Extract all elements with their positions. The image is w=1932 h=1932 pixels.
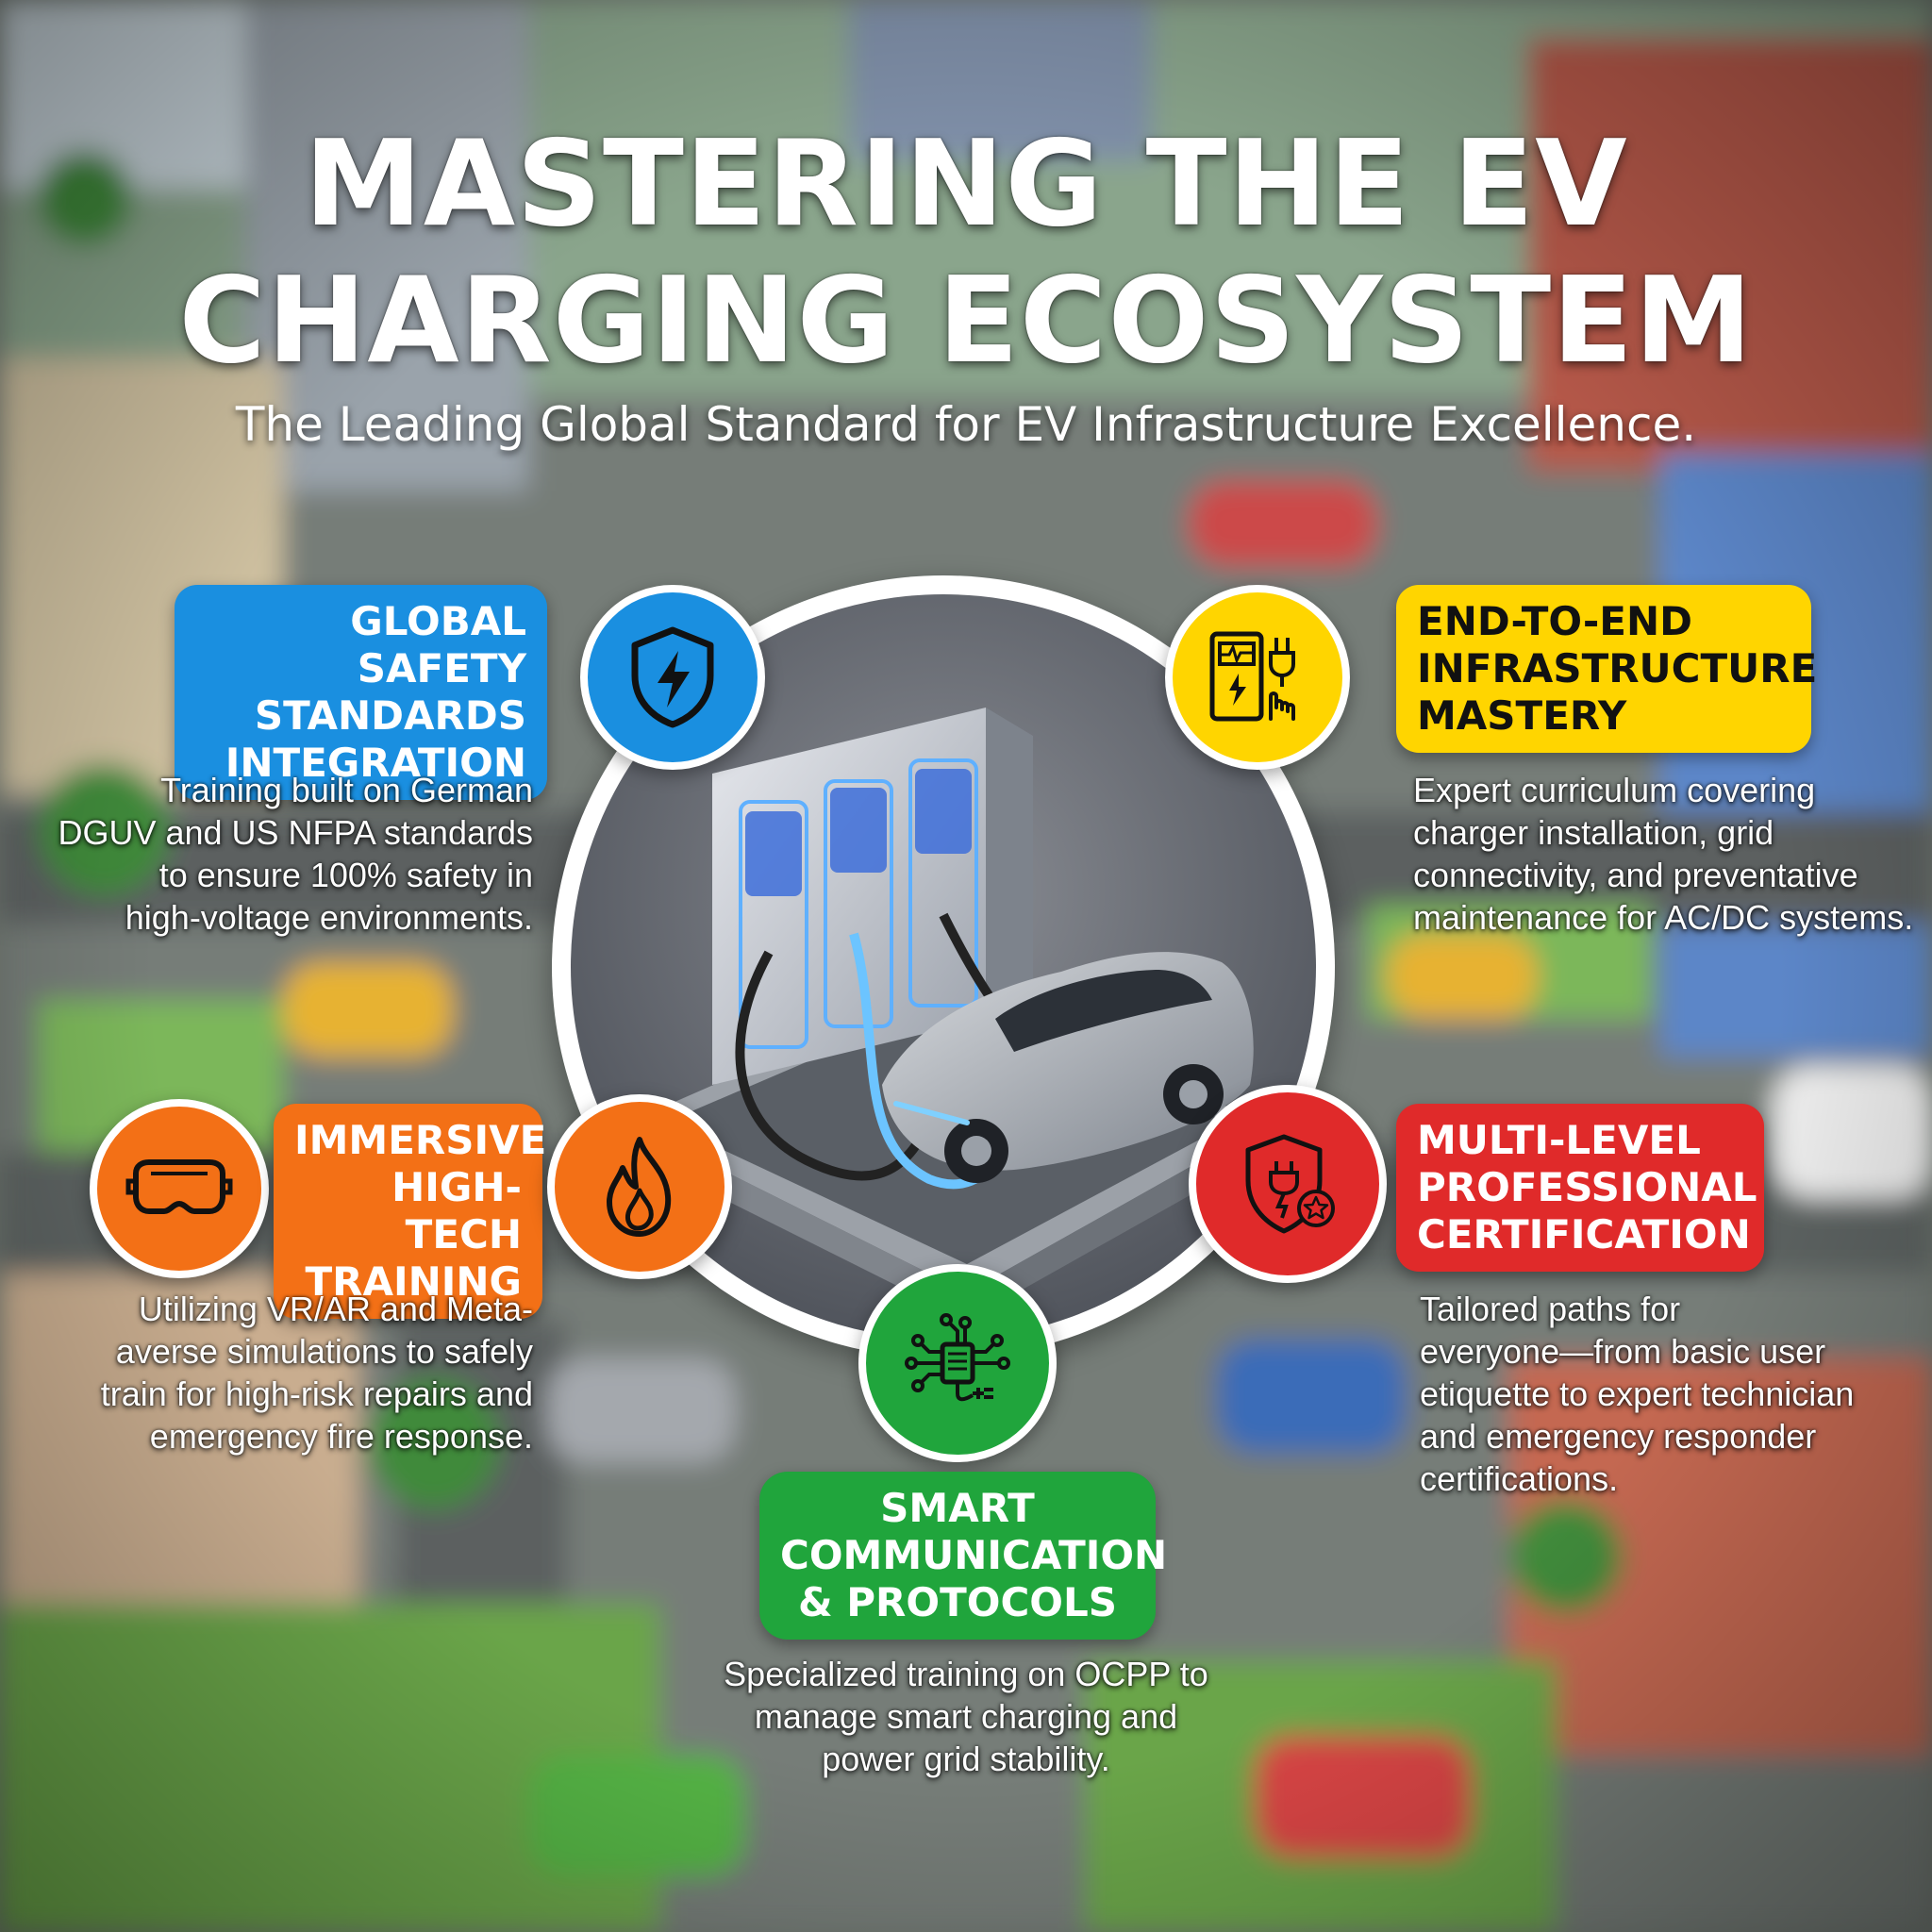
safety-description: Training built on German DGUV and US NFP…: [57, 769, 533, 939]
desc-line: to ensure 100% safety in: [158, 856, 533, 894]
communication-title-line: & PROTOCOLS: [798, 1579, 1117, 1625]
fire-icon: [607, 1137, 672, 1237]
desc-line: emergency fire response.: [149, 1417, 533, 1456]
desc-line: everyone—from basic user: [1420, 1332, 1826, 1371]
shield-plug-star-icon: [1245, 1134, 1335, 1234]
title-line-2: CHARGING ECOSYSTEM: [178, 251, 1754, 390]
infrastructure-title-line: INFRASTRUCTURE: [1417, 645, 1818, 691]
vr-headset-icon: [125, 1159, 233, 1214]
certification-title-line: PROFESSIONAL: [1417, 1164, 1757, 1210]
communication-icon-badge: [858, 1264, 1057, 1462]
title-line-1: MASTERING THE EV: [304, 114, 1628, 253]
safety-title-line: INTEGRATION: [225, 740, 526, 786]
safety-title-line: GLOBAL SAFETY: [350, 598, 526, 691]
immersive-fire-icon-badge: [547, 1094, 732, 1279]
desc-line: etiquette to expert technician: [1420, 1374, 1855, 1413]
desc-line: Training built on German: [160, 771, 533, 809]
desc-line: Utilizing VR/AR and Meta-: [138, 1290, 533, 1328]
desc-line: train for high-risk repairs and: [100, 1374, 533, 1413]
certification-title-tag: MULTI-LEVEL PROFESSIONAL CERTIFICATION: [1396, 1104, 1764, 1272]
circuit-plug-icon: [905, 1313, 1010, 1402]
desc-line: charger installation, grid: [1413, 813, 1774, 852]
immersive-description: Utilizing VR/AR and Meta- averse simulat…: [57, 1288, 533, 1457]
desc-line: averse simulations to safely: [115, 1332, 533, 1371]
charging-station-icon: [1209, 631, 1295, 722]
shield-bolt-icon: [631, 626, 714, 728]
infrastructure-title-tag: END-TO-END INFRASTRUCTURE MASTERY: [1396, 585, 1818, 753]
immersive-title-line: HIGH-TECH: [391, 1164, 522, 1257]
desc-line: Tailored paths for: [1420, 1290, 1681, 1328]
safety-icon-badge: [580, 585, 765, 770]
infrastructure-title-line: MASTERY: [1417, 692, 1627, 739]
communication-title-line: COMMUNICATION: [780, 1532, 1168, 1578]
subtitle: The Leading Global Standard for EV Infra…: [235, 397, 1697, 452]
desc-line: and emergency responder: [1420, 1417, 1817, 1456]
communication-title-line: SMART: [880, 1485, 1035, 1531]
communication-description: Specialized training on OCPP to manage s…: [683, 1653, 1249, 1780]
infrastructure-description: Expert curriculum covering charger insta…: [1413, 769, 1914, 939]
communication-title-tag: SMART COMMUNICATION & PROTOCOLS: [759, 1472, 1168, 1640]
safety-title-tag: GLOBAL SAFETY STANDARDS INTEGRATION: [175, 585, 547, 800]
desc-line: high-voltage environments.: [125, 898, 533, 937]
infrastructure-icon-badge: [1165, 585, 1350, 770]
immersive-title-line: IMMERSIVE: [294, 1117, 547, 1163]
certification-description: Tailored paths for everyone—from basic u…: [1420, 1288, 1891, 1500]
desc-line: Specialized training on OCPP to: [724, 1655, 1208, 1693]
infrastructure-title-line: END-TO-END: [1417, 598, 1693, 644]
desc-line: certifications.: [1420, 1459, 1619, 1498]
desc-line: DGUV and US NFPA standards: [58, 813, 533, 852]
desc-line: Expert curriculum covering: [1413, 771, 1816, 809]
certification-icon-badge: [1189, 1085, 1387, 1283]
desc-line: manage smart charging and: [754, 1697, 1178, 1736]
certification-title-line: MULTI-LEVEL: [1417, 1117, 1701, 1163]
immersive-vr-icon-badge: [90, 1099, 269, 1278]
desc-line: maintenance for AC/DC systems.: [1413, 898, 1914, 937]
desc-line: connectivity, and preventative: [1413, 856, 1858, 894]
desc-line: power grid stability.: [822, 1740, 1110, 1778]
safety-title-line: STANDARDS: [254, 692, 526, 739]
immersive-title-tag: IMMERSIVE HIGH-TECH TRAINING: [274, 1104, 547, 1319]
certification-title-line: CERTIFICATION: [1417, 1211, 1751, 1257]
immersive-title-line: TRAINING: [305, 1258, 522, 1305]
